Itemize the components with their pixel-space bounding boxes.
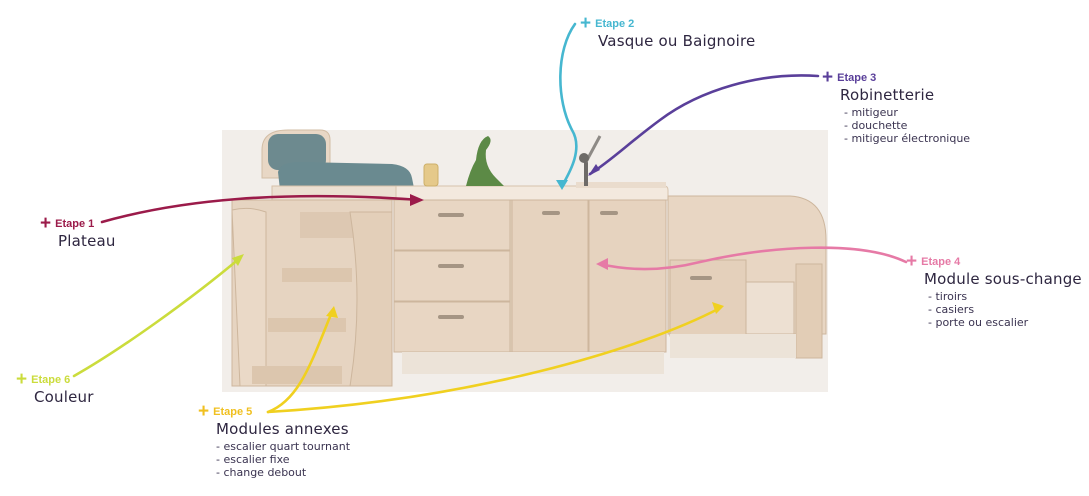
cabinet-door-right: [588, 199, 667, 353]
arrow-step-5-b: [266, 310, 334, 414]
step-4-header: + Etape 4: [906, 252, 1082, 271]
list-item: mitigeur électronique: [844, 132, 970, 145]
list-item: escalier fixe: [216, 453, 350, 466]
list-item: escalier quart tournant: [216, 440, 350, 453]
plus-icon[interactable]: +: [198, 401, 210, 422]
plus-icon[interactable]: +: [906, 251, 918, 272]
arrows: [72, 22, 908, 414]
stair-rail: [349, 211, 393, 387]
step-4-options: tiroirs casiers porte ou escalier: [928, 290, 1082, 329]
step-6-title: Couleur: [34, 388, 94, 406]
cup-accessory: [423, 163, 439, 187]
step-3-number: Etape 3: [837, 71, 877, 84]
plus-icon[interactable]: +: [40, 213, 52, 234]
arrow-step-1: [100, 194, 422, 224]
arrowhead-step-4: [596, 258, 608, 270]
drawer-handle-1: [438, 213, 464, 217]
drawer-1: [393, 199, 511, 251]
cabinet-plinth: [402, 352, 664, 374]
step-4-title: Module sous-change: [924, 270, 1082, 288]
step-1-number: Etape 1: [55, 217, 95, 230]
step-5-header: + Etape 5: [198, 402, 350, 421]
stair-step-4: [252, 366, 342, 384]
arrow-step-6: [72, 256, 242, 378]
plus-icon[interactable]: +: [16, 369, 28, 390]
step-4-number: Etape 4: [921, 255, 961, 268]
drawer-handle-2: [438, 264, 464, 268]
list-item: porte ou escalier: [928, 316, 1082, 329]
arrowhead-step-2: [556, 180, 568, 190]
plus-icon[interactable]: +: [580, 13, 592, 34]
arrowhead-step-5-a: [712, 302, 724, 314]
stair-step-2: [282, 268, 352, 282]
step-2-number: Etape 2: [595, 17, 635, 30]
arrow-step-2: [559, 22, 578, 188]
faucet-head: [579, 153, 589, 163]
step-5-number: Etape 5: [213, 405, 253, 418]
changing-mat: [278, 162, 414, 190]
step-2-label: + Etape 2 Vasque ou Baignoire: [580, 14, 755, 50]
under-changer-drawer: [669, 259, 747, 337]
drawer-2: [393, 250, 511, 302]
step-5-title: Modules annexes: [216, 420, 349, 438]
stair-step-3: [268, 318, 346, 332]
arrow-step-4: [598, 246, 908, 271]
basin-rim: [576, 182, 666, 188]
cabinet-door-left: [511, 199, 589, 353]
list-item: douchette: [844, 119, 970, 132]
list-item: change debout: [216, 466, 350, 479]
arrowhead-step-6: [232, 254, 244, 266]
step-3-header: + Etape 3: [822, 68, 970, 87]
arrowheads: [232, 164, 724, 318]
step-5-options: escalier quart tournant escalier fixe ch…: [216, 440, 350, 479]
dinosaur-toy: [466, 136, 504, 186]
step-6-label: + Etape 6 Couleur: [16, 370, 94, 406]
arrow-step-5-a: [266, 306, 722, 414]
step-1-label: + Etape 1 Plateau: [40, 214, 116, 250]
step-2-header: + Etape 2: [580, 14, 755, 33]
arrow-step-3: [588, 74, 820, 176]
arrowhead-step-1: [410, 194, 424, 206]
step-3-label: + Etape 3 Robinetterie mitigeur douchett…: [822, 68, 970, 145]
arrowhead-step-5-b: [326, 306, 338, 318]
step-5-label: + Etape 5 Modules annexes escalier quart…: [198, 402, 350, 479]
step-6-number: Etape 6: [31, 373, 71, 386]
door-handle-right: [600, 211, 618, 215]
under-changer-door: [795, 263, 823, 359]
step-2-title: Vasque ou Baignoire: [598, 32, 756, 50]
drawer-handle-3: [438, 315, 464, 319]
arrowhead-step-3: [588, 164, 600, 176]
step-6-header: + Etape 6: [16, 370, 94, 389]
step-4-label: + Etape 4 Module sous-change tiroirs cas…: [906, 252, 1082, 329]
under-changer-shelf: [745, 281, 795, 335]
drawer-3: [393, 301, 511, 353]
step-1-title: Plateau: [58, 232, 116, 250]
plus-icon[interactable]: +: [822, 67, 834, 88]
countertop: [395, 185, 669, 201]
list-item: casiers: [928, 303, 1082, 316]
step-3-title: Robinetterie: [840, 86, 935, 104]
under-changer-handle: [690, 276, 712, 280]
list-item: mitigeur: [844, 106, 970, 119]
plateau-mat-back: [268, 134, 326, 170]
step-3-options: mitigeur douchette mitigeur électronique: [844, 106, 970, 145]
under-changer-plinth: [670, 334, 796, 358]
door-handle-left: [542, 211, 560, 215]
list-item: tiroirs: [928, 290, 1082, 303]
stair-step-1: [300, 212, 360, 238]
step-1-header: + Etape 1: [40, 214, 116, 233]
stair-side-door: [231, 207, 267, 387]
